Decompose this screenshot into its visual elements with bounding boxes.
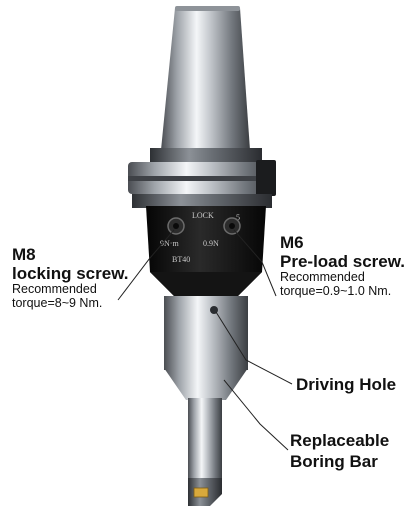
leader-m6: [233, 229, 277, 297]
flange-upper: [150, 148, 262, 164]
engraving-lock: LOCK: [192, 211, 214, 220]
m8-note-1: Recommended: [12, 282, 97, 297]
m8-size: M8: [12, 245, 36, 264]
flange-lower: [132, 194, 272, 208]
engraving-right-torque: 0.9N: [203, 239, 219, 248]
lower-taper: [164, 368, 248, 400]
m6-size: M6: [280, 233, 304, 252]
cutting-insert: [193, 487, 209, 498]
taper-shank: [161, 8, 250, 150]
flange-groove: [128, 176, 274, 181]
engraving-left-torque: 9N·m: [160, 239, 179, 248]
m8-callout: M8 locking screw. Recommended torque=8~9…: [12, 245, 129, 311]
boring-bar-line-2: Boring Bar: [290, 452, 378, 472]
m8-note-2: torque=8~9 Nm.: [12, 296, 103, 311]
m6-callout: M6 Pre-load screw. Recommended torque=0.…: [280, 233, 406, 299]
driving-hole-callout: Driving Hole: [296, 374, 396, 395]
leader-boring-bar: [223, 379, 289, 451]
m8-name: locking screw.: [12, 263, 129, 283]
leader-m8: [117, 229, 175, 301]
lower-body: [164, 296, 248, 370]
engraving-right-mark: 5: [236, 213, 240, 222]
boring-bar: [188, 398, 222, 480]
boring-bar-line-1: Replaceable: [290, 431, 390, 450]
m6-note-2: torque=0.9~1.0 Nm.: [280, 284, 392, 299]
m6-note-1: Recommended: [280, 270, 365, 285]
driving-hole-label: Driving Hole: [296, 375, 397, 394]
leader-driving-hole: [215, 311, 293, 385]
engraving-model: BT40: [172, 255, 190, 264]
boring-bar-callout: Replaceable Boring Bar: [290, 430, 389, 473]
m6-name: Pre-load screw.: [280, 251, 406, 271]
taper-top: [175, 6, 240, 11]
drive-key: [256, 160, 276, 196]
